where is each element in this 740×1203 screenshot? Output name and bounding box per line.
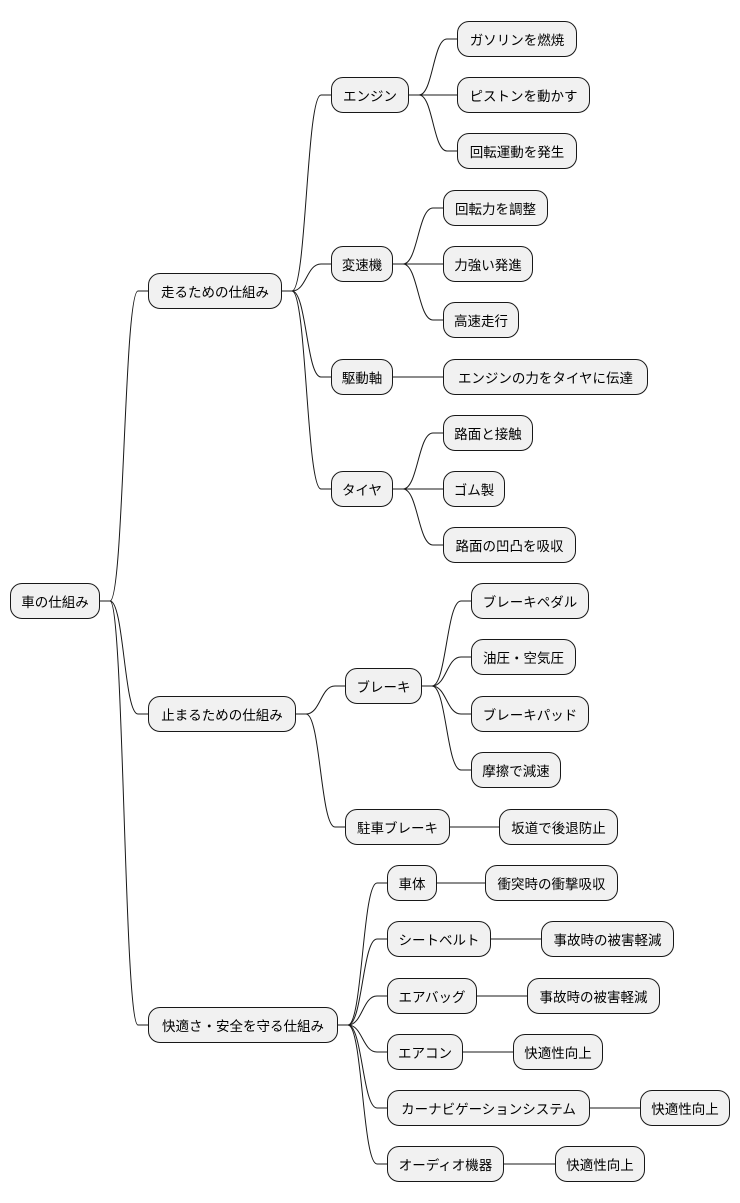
mindmap-node-body: 車体 xyxy=(387,865,437,901)
edge-engine-e1 xyxy=(409,38,457,96)
mindmap-node-b2: 油圧・空気圧 xyxy=(471,639,576,675)
edge-root-run xyxy=(100,290,148,602)
edge-brake-b2 xyxy=(422,656,471,687)
edge-safe-aircon xyxy=(338,1024,387,1053)
mindmap-node-ac1: 快適性向上 xyxy=(513,1034,603,1070)
mindmap-node-au1: 快適性向上 xyxy=(555,1146,645,1182)
mindmap-node-ti1: 路面と接触 xyxy=(443,415,533,451)
mindmap-node-n1: 快適性向上 xyxy=(640,1090,730,1126)
edge-trans-t3 xyxy=(393,263,443,321)
mindmap-node-t2: 力強い発進 xyxy=(443,246,533,282)
mindmap-node-navi: カーナビゲーションシステム xyxy=(387,1090,590,1126)
mindmap-node-t3: 高速走行 xyxy=(443,302,519,338)
mindmap-node-p1: 坂道で後退防止 xyxy=(499,809,618,845)
edge-trans-t1 xyxy=(393,207,443,265)
edge-brake-b1 xyxy=(422,600,471,687)
edge-safe-airbag xyxy=(338,995,387,1026)
mindmap-node-be1: 事故時の被害軽減 xyxy=(541,921,674,957)
edge-run-tire xyxy=(282,290,331,490)
mindmap-node-brake: ブレーキ xyxy=(345,668,422,704)
mindmap-node-run: 走るための仕組み xyxy=(148,273,282,309)
edge-root-stop xyxy=(100,600,148,715)
edge-run-shaft xyxy=(282,290,331,378)
edge-tire-ti3 xyxy=(393,488,443,546)
edge-tire-ti1 xyxy=(393,432,443,490)
mindmap-node-ti3: 路面の凹凸を吸収 xyxy=(443,527,576,563)
mindmap-node-e2: ピストンを動かす xyxy=(457,77,590,113)
root-node: 車の仕組み xyxy=(10,583,100,619)
mindmap-node-e3: 回転運動を発生 xyxy=(457,133,577,169)
mindmap-node-s1: エンジンの力をタイヤに伝達 xyxy=(443,359,648,395)
mindmap-node-bo1: 衝突時の衝撃吸収 xyxy=(485,865,618,901)
edge-stop-pbrake xyxy=(296,713,345,828)
mindmap-node-b4: 摩擦で減速 xyxy=(471,752,561,788)
mindmap-node-trans: 変速機 xyxy=(331,246,393,282)
mindmap-node-audio: オーディオ機器 xyxy=(387,1146,504,1182)
edge-stop-brake xyxy=(296,685,345,715)
edge-brake-b3 xyxy=(422,685,471,715)
edge-brake-b4 xyxy=(422,685,471,771)
mindmap-node-airbag: エアバッグ xyxy=(387,978,477,1014)
mindmap-node-shaft: 駆動軸 xyxy=(331,359,393,395)
edge-safe-audio xyxy=(338,1024,387,1165)
edge-safe-belt xyxy=(338,938,387,1026)
edge-root-safe xyxy=(100,600,148,1026)
mindmap-node-ti2: ゴム製 xyxy=(443,471,505,507)
mindmap-node-b1: ブレーキペダル xyxy=(471,583,589,619)
mindmap-node-aircon: エアコン xyxy=(387,1034,463,1070)
mindmap-node-b3: ブレーキパッド xyxy=(471,696,589,732)
mindmap-node-t1: 回転力を調整 xyxy=(443,190,548,226)
edge-run-engine xyxy=(282,94,331,292)
mindmap-node-e1: ガソリンを燃焼 xyxy=(457,21,577,57)
mindmap-node-a1: 事故時の被害軽減 xyxy=(527,978,660,1014)
mindmap-node-engine: エンジン xyxy=(331,77,409,113)
mindmap-node-tire: タイヤ xyxy=(331,471,393,507)
mindmap-node-pbrake: 駐車ブレーキ xyxy=(345,809,450,845)
mindmap-node-safe: 快適さ・安全を守る仕組み xyxy=(148,1007,338,1043)
edge-engine-e3 xyxy=(409,94,457,152)
mindmap-node-stop: 止まるための仕組み xyxy=(148,696,296,732)
mindmap-node-belt: シートベルト xyxy=(387,921,491,957)
edge-run-trans xyxy=(282,263,331,292)
edge-safe-body xyxy=(338,882,387,1026)
